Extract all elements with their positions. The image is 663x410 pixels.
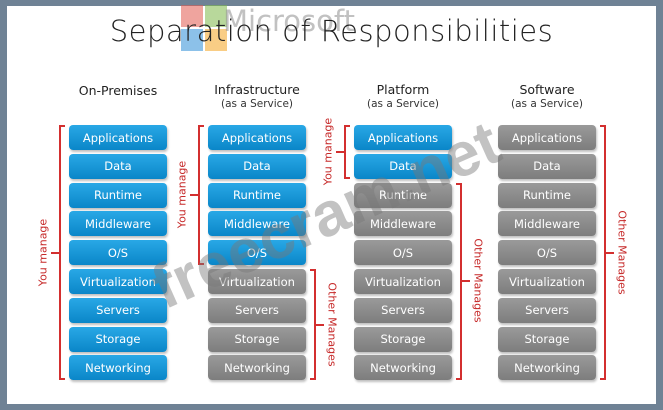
layer-storage: Storage xyxy=(354,326,452,352)
layer-applications: Applications xyxy=(498,125,596,150)
layer-applications: Applications xyxy=(208,125,306,150)
layer-storage: Storage xyxy=(208,326,306,352)
column-title: Software xyxy=(519,82,575,97)
column-title: Infrastructure xyxy=(214,82,300,97)
layer-runtime: Runtime xyxy=(208,182,306,208)
layer-applications: Applications xyxy=(69,125,167,150)
layer-virtualization: Virtualization xyxy=(498,269,596,294)
you-manage-bracket xyxy=(198,125,204,265)
bracket-tick xyxy=(51,251,59,254)
you-manage-bracket xyxy=(59,125,65,381)
you-manage-label: You manage xyxy=(321,117,335,185)
page-title: Separation of Responsibilities xyxy=(109,14,554,48)
layer-virtualization: Virtualization xyxy=(208,269,306,294)
layer-networking: Networking xyxy=(498,355,596,381)
you-manage-label: You manage xyxy=(175,160,189,229)
layer-virtualization: Virtualization xyxy=(69,269,167,294)
layer-servers: Servers xyxy=(498,297,596,323)
layer-storage: Storage xyxy=(69,326,167,352)
other-manages-bracket xyxy=(456,182,462,381)
layer-runtime: Runtime xyxy=(354,182,452,208)
layer-virtualization: Virtualization xyxy=(354,269,452,294)
layer-middleware: Middleware xyxy=(354,211,452,237)
layer-os: O/S xyxy=(498,240,596,266)
layer-servers: Servers xyxy=(208,297,306,323)
layer-servers: Servers xyxy=(69,297,167,323)
layer-runtime: Runtime xyxy=(69,182,167,208)
layer-data: Data xyxy=(354,153,452,179)
layer-os: O/S xyxy=(208,240,306,266)
layer-runtime: Runtime xyxy=(498,182,596,208)
layer-networking: Networking xyxy=(69,355,167,381)
column-subtitle: (as a Service) xyxy=(220,98,293,110)
layer-middleware: Middleware xyxy=(208,211,306,237)
bracket-tick xyxy=(462,280,470,283)
bracket-tick xyxy=(606,251,614,254)
layer-os: O/S xyxy=(354,240,452,266)
layer-networking: Networking xyxy=(354,355,452,381)
layer-middleware: Middleware xyxy=(69,211,167,237)
layer-os: O/S xyxy=(69,240,167,266)
layer-storage: Storage xyxy=(498,326,596,352)
column-title: On-Premises xyxy=(78,83,158,98)
other-manages-label: Other Manages xyxy=(471,238,485,323)
bracket-tick xyxy=(316,323,324,326)
layer-data: Data xyxy=(208,153,306,179)
microsoft-watermark-text: Microsoft xyxy=(223,4,355,38)
column-subtitle: (as a Service) xyxy=(510,98,583,110)
bracket-tick xyxy=(336,150,344,153)
other-manages-label: Other Manages xyxy=(325,282,339,367)
column-subtitle: (as a Service) xyxy=(366,98,439,110)
layer-data: Data xyxy=(498,153,596,179)
other-manages-bracket xyxy=(600,125,606,381)
you-manage-bracket xyxy=(344,125,350,179)
layer-data: Data xyxy=(69,153,167,179)
layer-networking: Networking xyxy=(208,355,306,381)
bracket-tick xyxy=(190,194,198,196)
you-manage-label: You manage xyxy=(36,218,50,286)
other-manages-bracket xyxy=(310,269,316,381)
layer-servers: Servers xyxy=(354,297,452,323)
other-manages-label: Other Manages xyxy=(615,210,629,295)
layer-middleware: Middleware xyxy=(498,211,596,237)
layer-applications: Applications xyxy=(354,125,452,150)
column-title: Platform xyxy=(376,82,430,97)
